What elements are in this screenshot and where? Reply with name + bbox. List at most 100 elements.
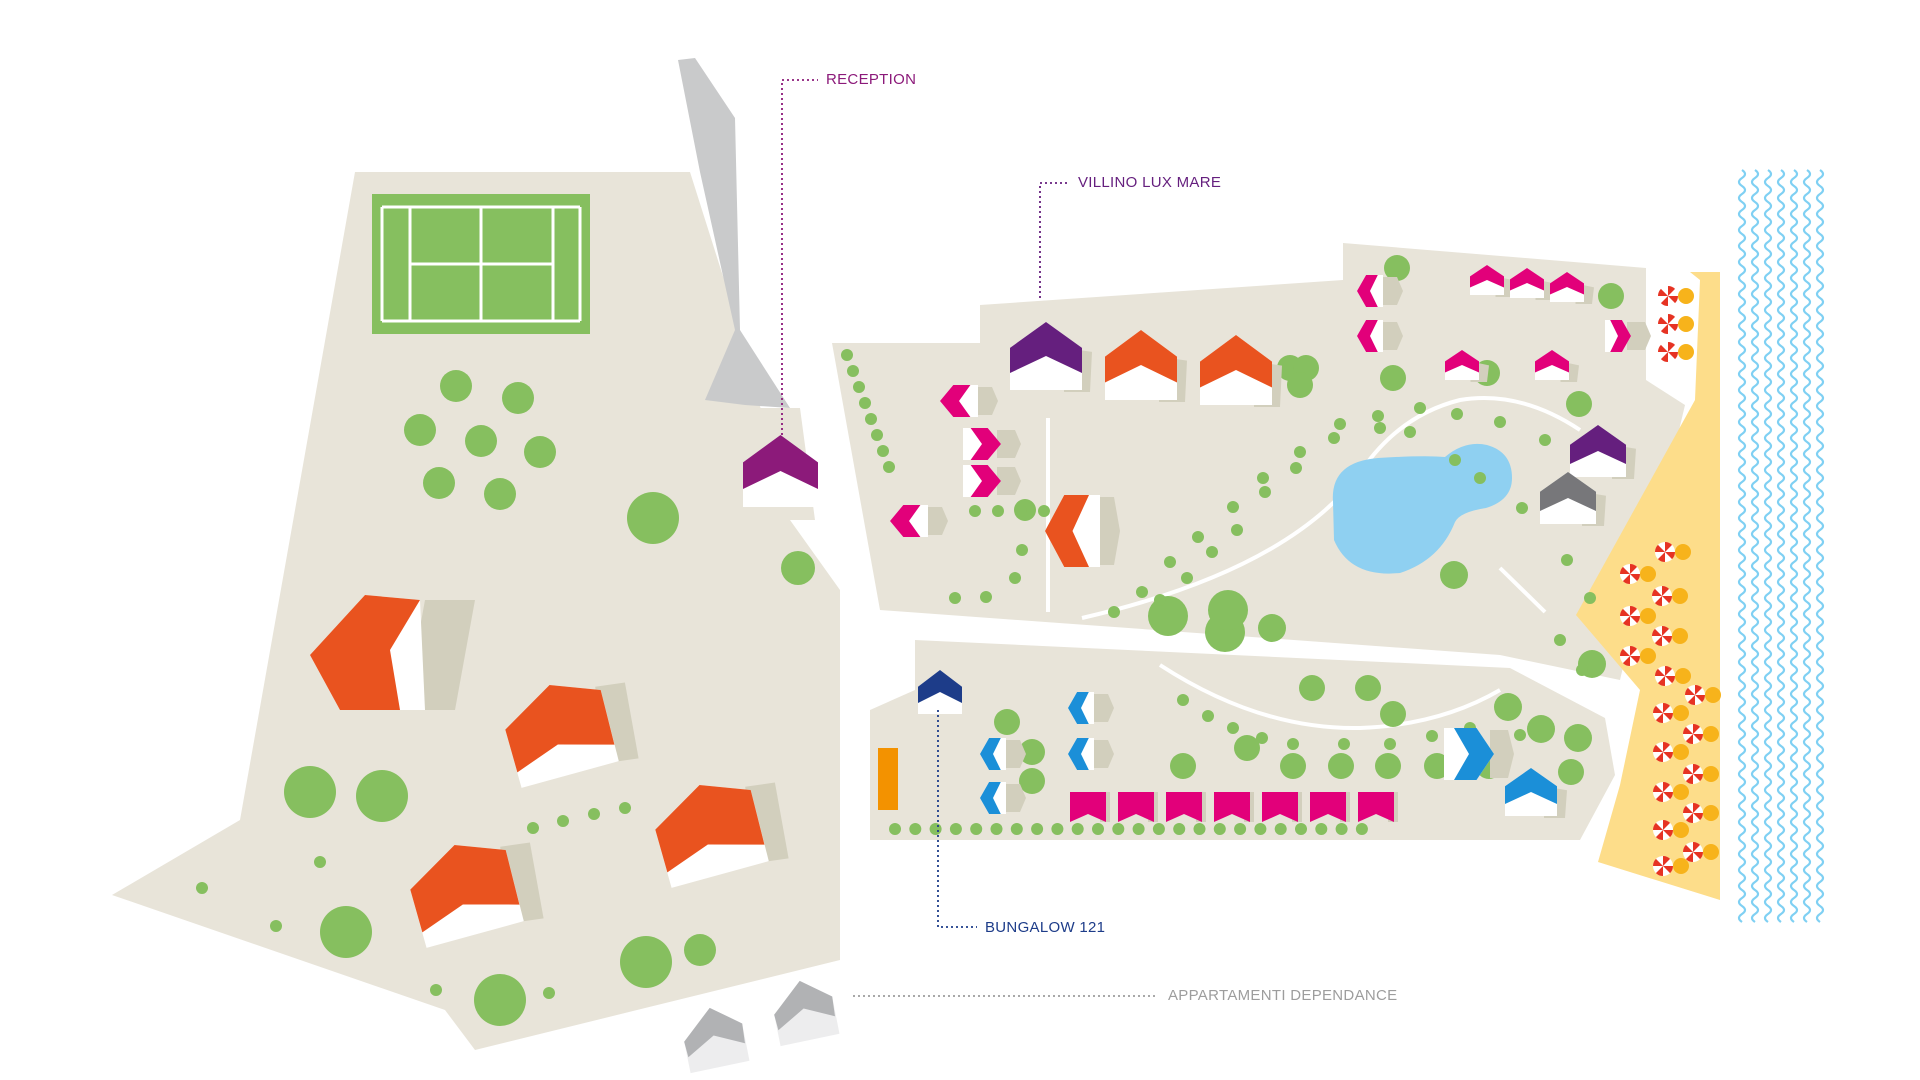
building-icon xyxy=(1010,322,1092,392)
building-icon xyxy=(505,682,639,788)
building-icon xyxy=(1357,320,1403,352)
tree-icon xyxy=(196,882,208,894)
tree-icon xyxy=(1280,753,1306,779)
beach-umbrella-icon xyxy=(1620,564,1656,584)
tree-icon xyxy=(1375,753,1401,779)
tree-icon xyxy=(1274,823,1287,835)
beach-umbrella-icon xyxy=(1653,742,1689,762)
tree-icon xyxy=(1108,606,1120,618)
beach-umbrella-icon xyxy=(1683,842,1719,862)
tree-icon xyxy=(1259,486,1271,498)
building-roof xyxy=(1105,330,1177,383)
tree-icon xyxy=(1227,501,1239,513)
building-icon xyxy=(890,505,948,537)
tree-icon xyxy=(484,478,516,510)
tree-icon xyxy=(1193,823,1206,835)
umbrella-segment xyxy=(1693,724,1701,734)
building-shadow xyxy=(1090,740,1114,768)
tree-icon xyxy=(1038,505,1050,517)
building-roof xyxy=(1310,792,1346,822)
tree-icon xyxy=(620,936,672,988)
building-roof xyxy=(410,845,520,933)
sunbed xyxy=(1678,316,1694,332)
building-roof xyxy=(890,505,921,537)
beach-umbrella-icon xyxy=(1658,314,1694,334)
building-icon xyxy=(963,465,1021,497)
umbrella-segment xyxy=(1653,822,1663,830)
building-shadow xyxy=(997,430,1021,458)
building-icon xyxy=(980,738,1026,770)
building-icon xyxy=(918,670,962,714)
tree-icon xyxy=(270,920,282,932)
beach-umbrella-icon xyxy=(1683,802,1719,823)
building-roof xyxy=(1470,265,1504,288)
umbrella-segment xyxy=(1668,324,1678,332)
sunbed xyxy=(1673,822,1689,838)
tree-icon xyxy=(1315,823,1328,835)
umbrella-segment xyxy=(1663,820,1671,830)
building-shadow xyxy=(1490,730,1514,778)
building-roof xyxy=(1610,320,1631,352)
sunbed xyxy=(1672,588,1688,604)
tree-icon xyxy=(1287,738,1299,750)
building-icon xyxy=(1045,495,1120,567)
tree-icon xyxy=(1181,572,1193,584)
tree-icon xyxy=(1227,722,1239,734)
building-icon xyxy=(1166,792,1206,822)
tree-icon xyxy=(1164,556,1176,568)
building-roof xyxy=(655,785,765,873)
tree-icon xyxy=(929,823,942,835)
tree-icon xyxy=(684,934,716,966)
tree-icon xyxy=(1294,446,1306,458)
tree-icon xyxy=(969,505,981,517)
umbrella-segment xyxy=(1657,676,1665,686)
umbrella-segment xyxy=(1630,646,1638,656)
umbrella-segment xyxy=(1660,352,1668,362)
tree-icon xyxy=(1334,418,1346,430)
umbrella-segment xyxy=(1685,774,1693,784)
umbrella-segment xyxy=(1693,802,1701,813)
building-icon xyxy=(1535,350,1579,382)
building-icon xyxy=(1605,320,1651,352)
building-shadow xyxy=(1379,277,1403,305)
umbrella-segment xyxy=(1652,588,1662,596)
tree-icon xyxy=(1584,592,1596,604)
building-roof xyxy=(1358,792,1394,822)
tree-icon xyxy=(1234,823,1247,835)
building-shadow xyxy=(1627,322,1651,350)
tree-icon xyxy=(841,349,853,361)
building-icon xyxy=(310,595,475,710)
umbrella-segment xyxy=(1663,752,1673,760)
sea-waves-icon xyxy=(1737,169,1825,923)
umbrella-segment xyxy=(1620,608,1630,616)
building-icon xyxy=(1070,792,1110,822)
tree-icon xyxy=(1527,715,1555,743)
umbrella-segment xyxy=(1693,842,1701,852)
sunbed xyxy=(1678,344,1694,360)
tree-icon xyxy=(465,425,497,457)
building-roof xyxy=(1010,322,1082,373)
label-reception: RECEPTION xyxy=(781,71,916,445)
umbrella-segment xyxy=(1685,813,1693,823)
building-roof xyxy=(980,782,1001,814)
sunbed xyxy=(1675,544,1691,560)
beach-umbrella-icon xyxy=(1685,685,1721,705)
tree-icon xyxy=(1192,531,1204,543)
tree-icon xyxy=(1299,675,1325,701)
tree-icon xyxy=(1514,729,1526,741)
tree-icon xyxy=(1335,823,1348,835)
sunbed xyxy=(1673,705,1689,721)
beach-umbrella-icon xyxy=(1653,782,1689,802)
sunbed xyxy=(1703,805,1719,821)
sunbed xyxy=(1705,687,1721,703)
beach-umbrella-icon xyxy=(1683,764,1719,784)
building-icon xyxy=(655,782,789,888)
building-roof xyxy=(918,670,962,703)
umbrella-segment xyxy=(1683,766,1693,774)
sunbed xyxy=(1673,744,1689,760)
umbrella-segment xyxy=(1687,695,1695,705)
umbrella-segment xyxy=(1662,626,1670,636)
umbrella-segment xyxy=(1630,564,1638,574)
tree-icon xyxy=(1170,753,1196,779)
sunbed xyxy=(1640,648,1656,664)
